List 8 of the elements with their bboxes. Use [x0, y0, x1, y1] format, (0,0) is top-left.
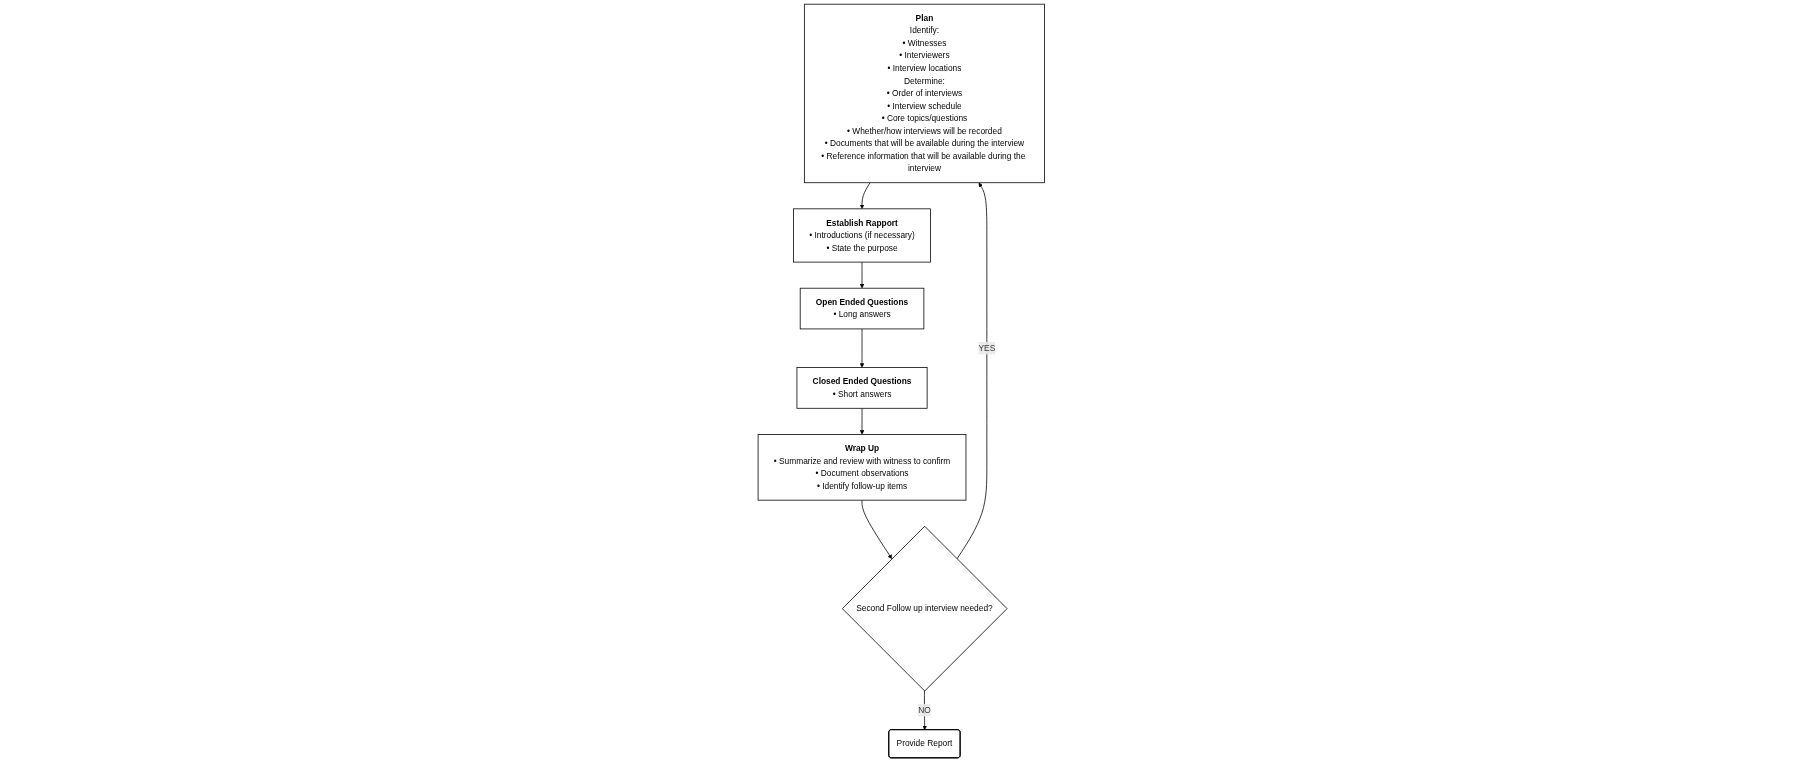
edge-label: NO	[917, 705, 931, 715]
node-box: Open Ended Questions • Long answers	[799, 287, 924, 330]
node-box: Wrap Up • Summarize and review with witness to confirm • Document observations • Identify follow-up items	[757, 434, 967, 501]
node-box: Establish Rapport • Introductions (if necessary) • State the purpose	[792, 208, 931, 263]
node-box: Closed Ended Questions • Short answers	[796, 367, 928, 409]
edge-label: YES	[978, 343, 995, 353]
node-box: Plan Identify: • Witnesses • Interviewers • Interview locations Determine: • Order of interviews • Interview schedule • Core topics/questions • Whether/how interviews will be recorded • Documents that will be available during the interview • Reference information that will be available during the interview	[803, 3, 1045, 184]
node-diamond: Second Follow up interview needed?	[841, 525, 1008, 692]
